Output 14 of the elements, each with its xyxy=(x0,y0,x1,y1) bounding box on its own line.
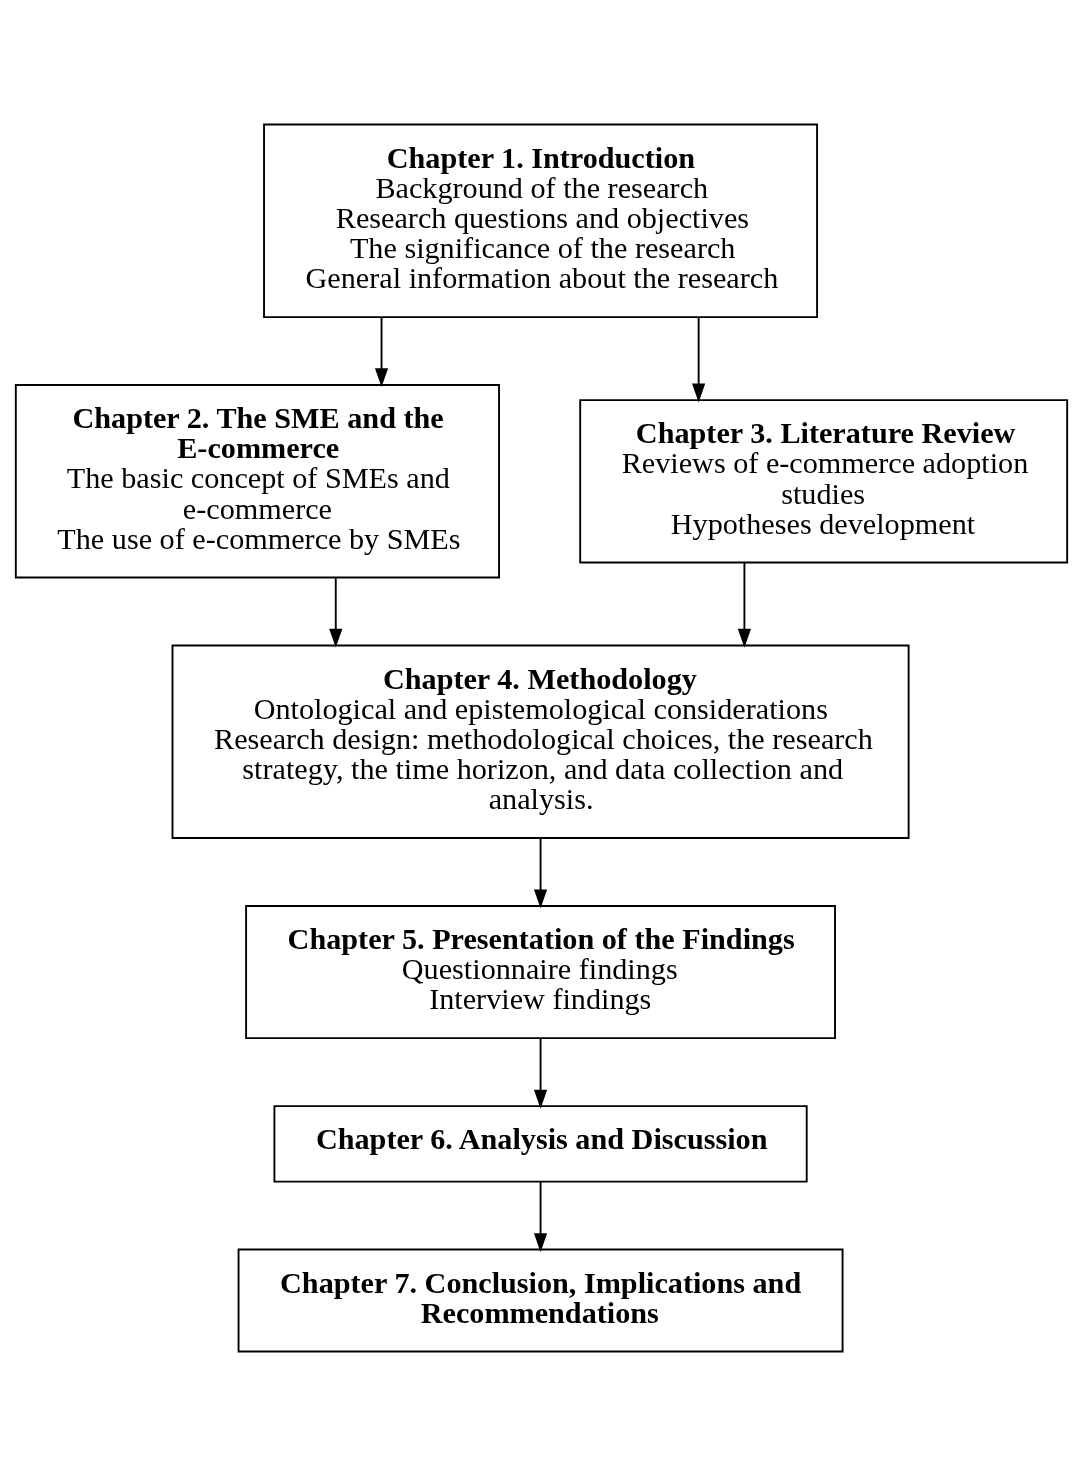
node-box: Chapter 4. Methodology Ontological and epistemological considerations Research design: methodological choices, the research strategy, the time horizon, and data collection and analysis. xyxy=(171,644,910,839)
arrow xyxy=(533,836,548,908)
arrow xyxy=(329,576,343,648)
arrow xyxy=(737,561,752,648)
node-box: Chapter 1. Introduction Background of the research Research questions and objectives The significance of the research General information about the research xyxy=(263,123,819,318)
node-box: Chapter 3. Literature Review Reviews of e-commerce adoption studies Hypotheses development xyxy=(579,398,1069,563)
arrow xyxy=(533,1037,548,1109)
arrow xyxy=(374,316,389,387)
node-box: Chapter 2. The SME and the E-commerce The basic concept of SMEs and e-commerce The use of e-commerce by SMEs xyxy=(14,383,500,578)
node-box: Chapter 6. Analysis and Discussion xyxy=(273,1104,808,1182)
node-box: Chapter 7. Conclusion, Implications and Recommendations xyxy=(237,1248,844,1352)
arrow xyxy=(533,1180,548,1252)
arrow xyxy=(692,316,706,402)
node-box: Chapter 5. Presentation of the Findings Questionnaire findings Interview findings xyxy=(245,904,836,1039)
